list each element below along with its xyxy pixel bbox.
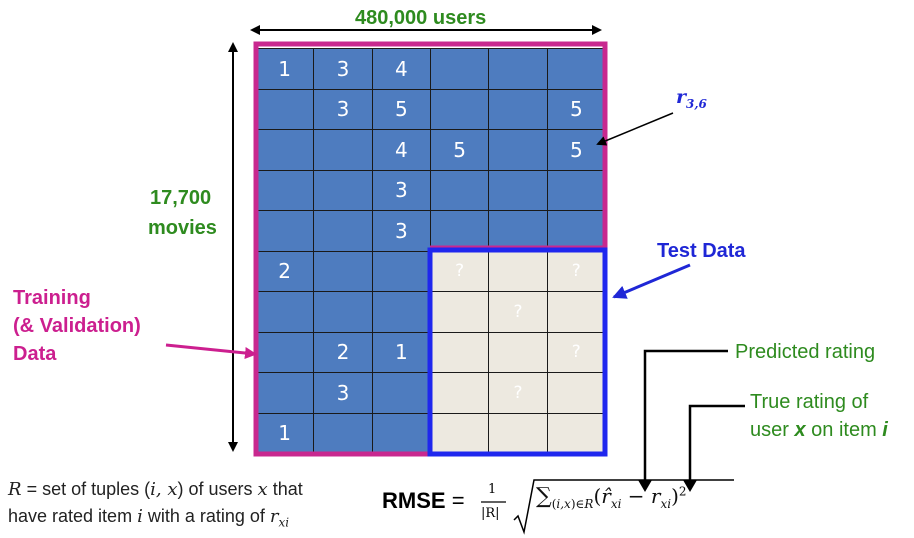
movies-label-count: 17,700: [150, 187, 212, 209]
predicted-rating-label: Predicted rating: [735, 341, 876, 363]
training-label-line2: (& Validation): [13, 315, 141, 337]
training-arrow: [165, 343, 257, 359]
rating-cell: 5: [546, 129, 606, 171]
rating-cell: 3: [371, 169, 431, 211]
definition-line2: have rated item i with a rating of rxi: [8, 506, 290, 530]
training-label-line1: Training: [13, 287, 91, 309]
rating-cell: 5: [430, 129, 490, 171]
rating-cell: [313, 169, 373, 211]
rating-cell: 2: [313, 331, 373, 373]
rating-cell: 1: [255, 48, 315, 90]
rating-cell: [313, 412, 373, 454]
rmse-label: RMSE =: [382, 488, 465, 513]
predicted-connector: [643, 349, 728, 488]
rating-cell: 4: [371, 48, 431, 90]
rating-cell: [371, 412, 431, 454]
true-rating-connector: [688, 404, 745, 488]
rating-cell: [255, 210, 315, 252]
rmse-text: RMSE: [382, 488, 446, 513]
test-cell: ?: [546, 331, 606, 373]
r36-label: r3,6: [676, 86, 707, 111]
training-label: Training (& Validation) Data: [13, 284, 141, 368]
rating-cell: 5: [546, 88, 606, 130]
fraction-denominator: |R|: [481, 506, 500, 521]
formula-radicand: ∑(i,x)∈R(r̂xi − rxi)2: [536, 484, 687, 511]
true-rating-line1: True rating of: [750, 391, 869, 413]
r36-pointer: [596, 112, 674, 146]
definition-text: R = set of tuples (i, x) of users x that…: [8, 476, 303, 536]
users-label: 480,000 users: [355, 7, 487, 29]
test-cell: [430, 291, 490, 333]
rating-cell: [313, 210, 373, 252]
true-rating-label: True rating of user x on item i: [750, 388, 888, 444]
radical-sign: [513, 479, 734, 535]
rating-cell: [255, 372, 315, 414]
rating-cell: [255, 169, 315, 211]
true-rating-line2: user x on item i: [750, 419, 888, 441]
test-data-label: Test Data: [657, 240, 746, 262]
rating-cell: 3: [371, 210, 431, 252]
rating-cell: [488, 129, 548, 171]
rating-cell: [371, 291, 431, 333]
movies-label-text: movies: [148, 217, 217, 239]
rating-cell: [371, 250, 431, 292]
definition-line1: R = set of tuples (i, x) of users x that: [8, 479, 303, 500]
test-region-border: [427, 247, 608, 457]
rating-cell: [546, 169, 606, 211]
test-cell: ?: [430, 250, 490, 292]
rating-cell: [430, 169, 490, 211]
rating-cell: [430, 88, 490, 130]
test-cell: [488, 412, 548, 454]
test-cell: [430, 412, 490, 454]
training-label-line3: Data: [13, 343, 57, 365]
fraction-numerator: 1: [488, 482, 497, 497]
rating-cell: [255, 331, 315, 373]
test-arrow: [612, 263, 691, 299]
test-cell: ?: [488, 372, 548, 414]
